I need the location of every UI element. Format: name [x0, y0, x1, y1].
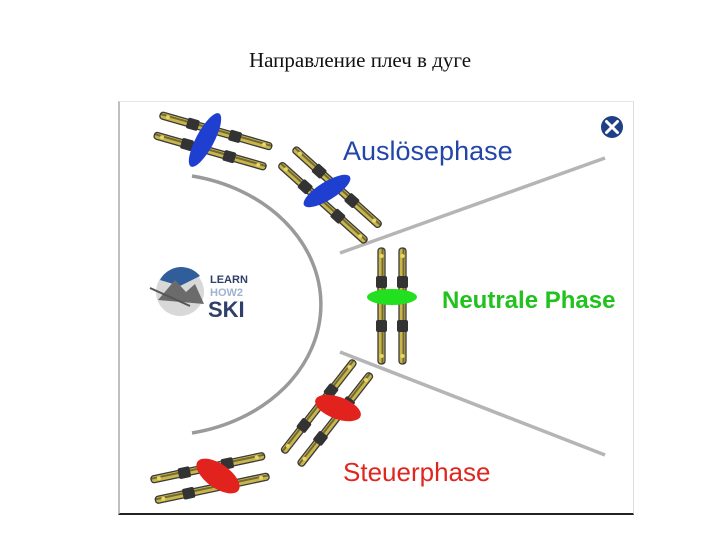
logo-line2: HOW2: [210, 287, 243, 299]
upper-direction-line: [339, 156, 606, 255]
turn-arc: [191, 174, 323, 435]
diagram-frame: [118, 101, 634, 515]
shoulder-neutral: [367, 289, 417, 305]
shoulder-steering-1: [315, 394, 361, 422]
label-neutral-phase: Neutrale Phase: [442, 287, 615, 314]
shoulder-release-2: [303, 174, 351, 208]
logo-line3: SKI: [208, 297, 245, 322]
label-release-phase: Auslösephase: [343, 136, 513, 166]
close-icon[interactable]: [601, 116, 623, 138]
label-steering-phase: Steuerphase: [343, 457, 490, 487]
logo-line1: LEARN: [210, 274, 248, 286]
lower-direction-line: [339, 350, 606, 457]
shoulder-release-1: [188, 113, 222, 167]
slide-title: Направление плеч в дуге: [248, 48, 472, 72]
skier-neutral: [375, 247, 409, 365]
learn-how2ski-logo: LEARN HOW2 SKI: [149, 267, 248, 322]
shoulder-steering-2: [196, 458, 240, 494]
